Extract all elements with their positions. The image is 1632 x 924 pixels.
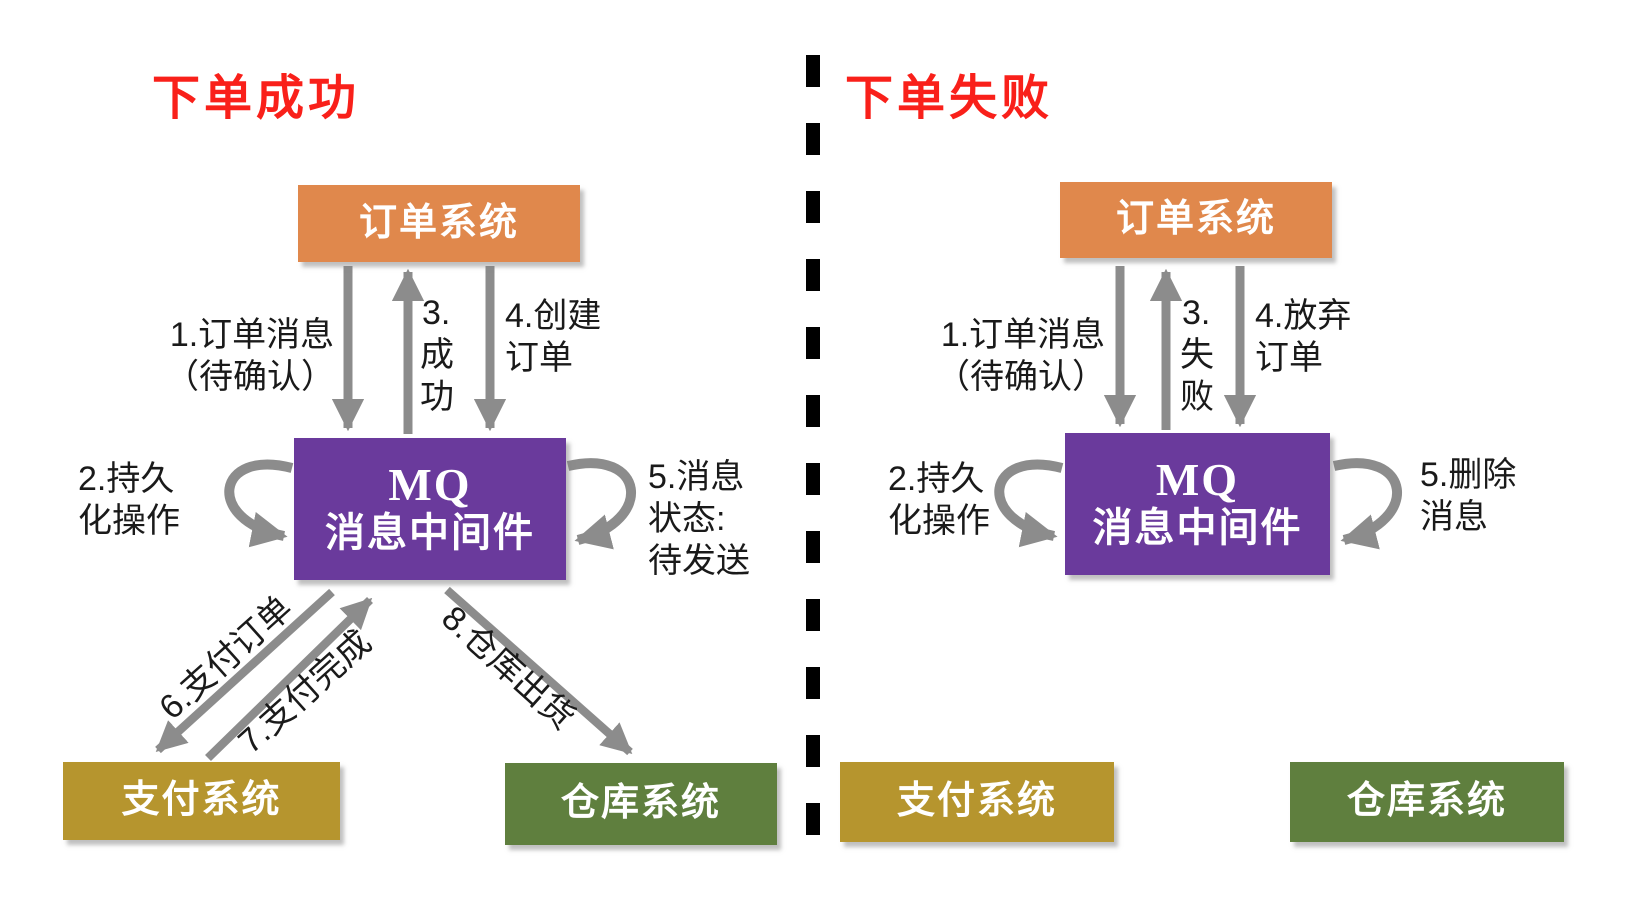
order-system-box-left: 订单系统 xyxy=(298,185,580,262)
warehouse-system-label-left: 仓库系统 xyxy=(560,782,721,825)
step3-label-num-right: 3. xyxy=(1182,294,1211,332)
step3-label-char2-right: 败 xyxy=(1180,378,1214,416)
step5-label-line1-right: 5.删除 xyxy=(1420,456,1517,494)
payment-system-label-left: 支付系统 xyxy=(121,779,282,822)
step2-label-line2-right: 化操作 xyxy=(888,502,990,540)
arrow-message-status-loop-left xyxy=(566,458,636,550)
step2-label-line1-right: 2.持久 xyxy=(888,460,985,498)
step5-label-line1-left: 5.消息 xyxy=(648,458,745,496)
step5-label-line2-left: 状态: xyxy=(648,500,726,538)
mq-label-right: MQ xyxy=(1155,453,1240,505)
payment-system-box-left: 支付系统 xyxy=(63,762,340,840)
order-system-label-left: 订单系统 xyxy=(358,201,519,244)
step5-label-line3-left: 待发送 xyxy=(648,542,750,580)
mq-middleware-label-left: 消息中间件 xyxy=(325,511,535,556)
step3-label-char2-left: 功 xyxy=(420,378,454,416)
step1-label-line1-left: 1.订单消息 xyxy=(169,316,335,354)
payment-system-label-right: 支付系统 xyxy=(896,780,1057,823)
divider-dashed-line xyxy=(806,55,820,870)
step4-label-line2-right: 订单 xyxy=(1255,339,1323,377)
step3-label-char1-left: 成 xyxy=(420,336,454,374)
step3-label-char1-right: 失 xyxy=(1180,336,1214,374)
mq-label-left: MQ xyxy=(388,458,472,510)
page-title-failure: 下单失败 xyxy=(845,72,1054,125)
arrow-persist-loop-right xyxy=(994,459,1064,548)
step1-label-line2-right: （待确认） xyxy=(936,358,1106,396)
step2-label-line2-left: 化操作 xyxy=(78,502,180,540)
step4-label-line1-left: 4.创建 xyxy=(505,297,602,335)
payment-system-box-right: 支付系统 xyxy=(840,762,1114,842)
step4-label-line1-right: 4.放弃 xyxy=(1255,297,1352,335)
arrow-persist-loop-left xyxy=(224,459,294,548)
step1-label-line1-right: 1.订单消息 xyxy=(940,316,1106,354)
step8-label: 8.仓库出货 xyxy=(434,598,582,738)
mq-middleware-label-right: 消息中间件 xyxy=(1092,506,1303,551)
step3-label-num-left: 3. xyxy=(422,294,451,332)
step5-label-line2-right: 消息 xyxy=(1420,498,1488,536)
page-title-success: 下单成功 xyxy=(152,72,361,125)
step1-label-line2-left: （待确认） xyxy=(165,358,335,396)
mq-middleware-box-left: MQ 消息中间件 xyxy=(294,438,566,580)
mq-middleware-box-right: MQ 消息中间件 xyxy=(1065,433,1330,575)
warehouse-system-label-right: 仓库系统 xyxy=(1346,780,1507,823)
order-system-label-right: 订单系统 xyxy=(1115,198,1276,241)
order-system-box-right: 订单系统 xyxy=(1060,182,1332,258)
warehouse-system-box-left: 仓库系统 xyxy=(505,763,777,845)
step4-label-line2-left: 订单 xyxy=(505,339,573,377)
step2-label-line1-left: 2.持久 xyxy=(78,460,175,498)
arrow-delete-message-loop-right xyxy=(1332,458,1402,550)
warehouse-system-box-right: 仓库系统 xyxy=(1290,762,1564,842)
